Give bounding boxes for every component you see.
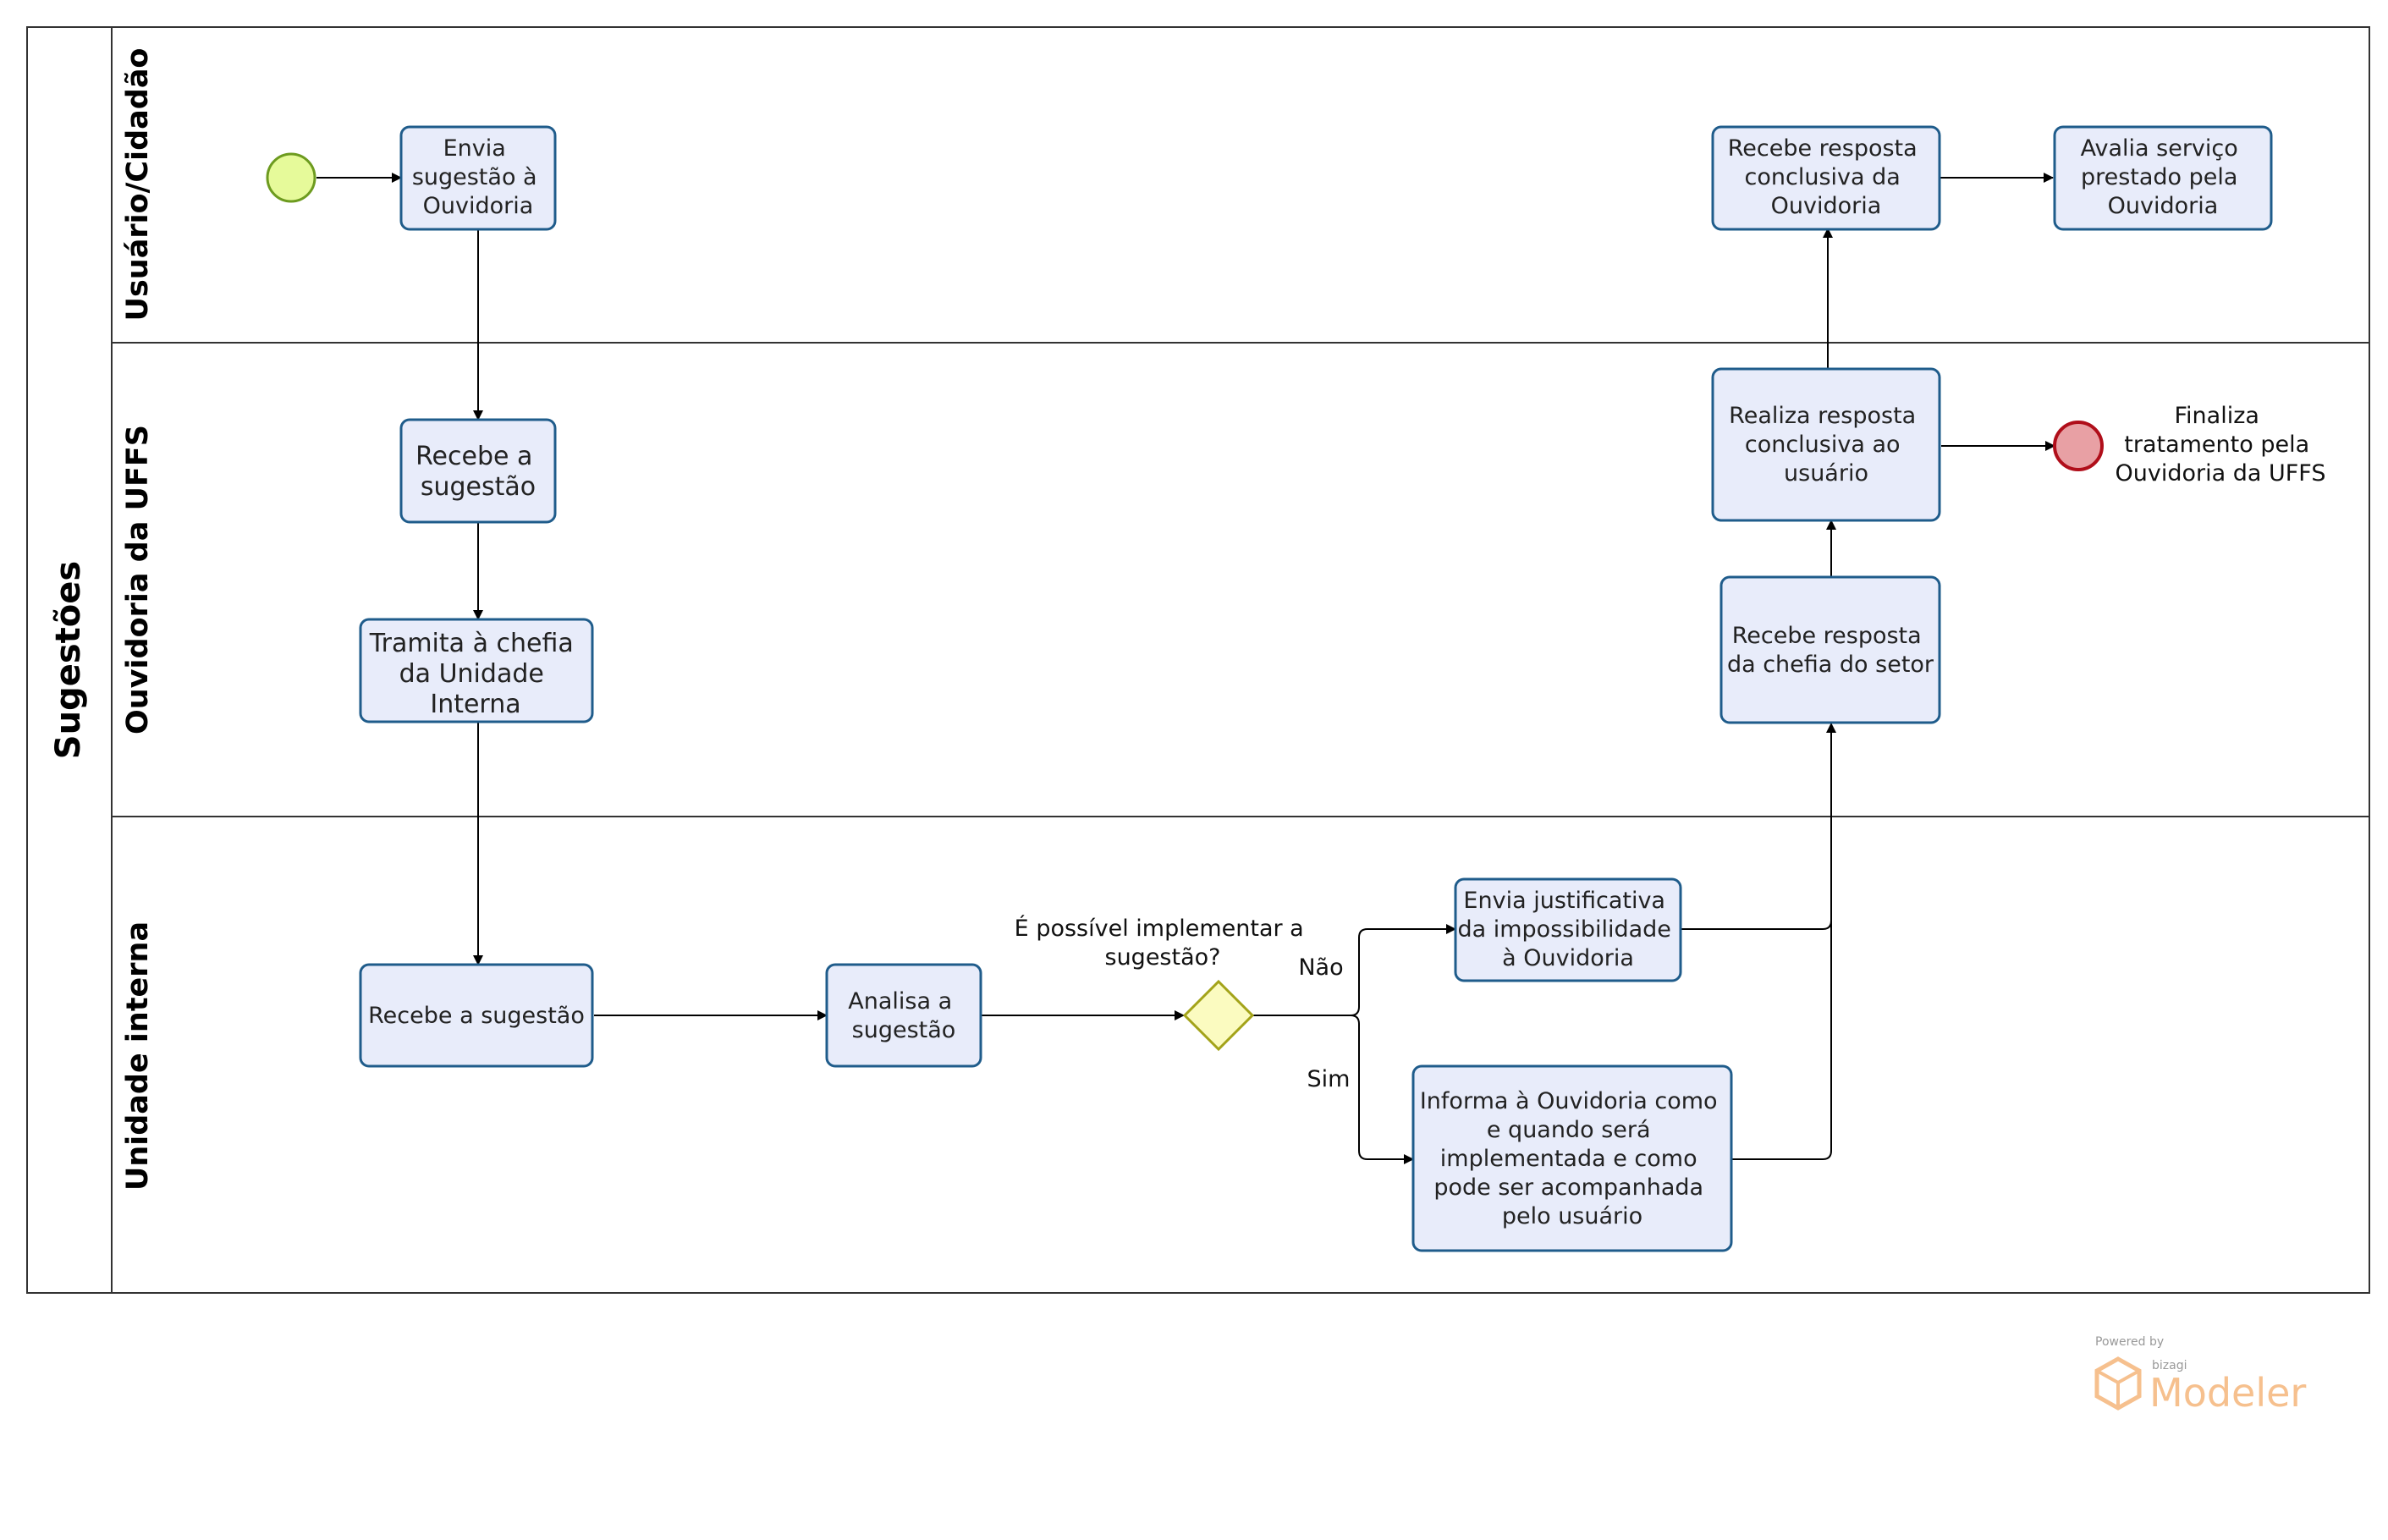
task-envia-sugestao-label: Envia sugestão à Ouvidoria [412, 135, 544, 219]
end-event-icon[interactable] [2053, 421, 2104, 471]
lane-title-usuario: Usuário/Cidadão [121, 48, 155, 322]
task-recebe-resposta-chefia-label: Recebe resposta da chefia do setor [1727, 623, 1934, 678]
task-recebe-sugestao-unidade-label: Recebe a sugestão [368, 1003, 585, 1029]
lane-title-unidade: Unidade interna [121, 921, 155, 1191]
start-event-icon[interactable] [266, 152, 316, 203]
task-recebe-resposta-conclusiva-label: Recebe resposta conclusiva da Ouvidoria [1728, 135, 1925, 219]
logo-powered-by: Powered by [2095, 1335, 2164, 1349]
task-tramita-chefia-label: Tramita à chefia da Unidade Interna [369, 629, 582, 719]
end-event-label: Finaliza tratamento pela Ouvidoria da UF… [2116, 403, 2326, 487]
task-analisa-sugestao-label: Analisa a sugestão [848, 988, 959, 1043]
gateway-question: É possível implementar a sugestão? [1015, 915, 1312, 971]
task-informa-ouvidoria-label: Informa à Ouvidoria como e quando será i… [1420, 1088, 1725, 1229]
task-realiza-resposta-label: Realiza resposta conclusiva ao usuário [1729, 403, 1923, 487]
task-avalia-servico-label: Avalia serviço prestado pela Ouvidoria [2081, 135, 2246, 219]
lane-title-ouvidoria: Ouvidoria da UFFS [121, 425, 155, 734]
task-envia-justificativa-label: Envia justificativa da impossibilidade à… [1457, 888, 1678, 971]
sequence-flows [316, 173, 2055, 1164]
flow-gateway-sim [1350, 1015, 1414, 1164]
task-informa-ouvidoria[interactable] [1411, 1064, 1733, 1252]
tasks [359, 125, 2273, 1252]
task-recebe-resposta-conclusiva[interactable] [1711, 125, 1941, 231]
task-tramita-chefia[interactable] [359, 618, 594, 723]
task-recebe-sugestao-ouvidoria[interactable] [399, 418, 557, 524]
exclusive-gateway-icon[interactable] [1182, 979, 1255, 1052]
task-recebe-sugestao-unidade[interactable] [359, 963, 594, 1068]
bizagi-modeler-logo: Powered by bizagi Modeler [2094, 1335, 2306, 1416]
task-envia-justificativa[interactable] [1454, 877, 1682, 982]
task-envia-sugestao[interactable] [399, 125, 557, 231]
flow-label-nao: Não [1298, 954, 1343, 981]
bizagi-logo-icon-fold [2096, 1369, 2140, 1385]
pool-title: Sugestões [49, 561, 88, 759]
task-recebe-sugestao-ouvidoria-label: Recebe a sugestão [415, 442, 541, 502]
task-avalia-servico[interactable] [2053, 125, 2273, 231]
flow-to-recebe-chefia [1731, 723, 1836, 1160]
flow-gateway-nao [1253, 924, 1456, 1016]
task-recebe-resposta-chefia[interactable] [1719, 575, 1941, 724]
task-analisa-sugestao[interactable] [825, 963, 982, 1068]
logo-product: Modeler [2149, 1370, 2306, 1416]
task-realiza-resposta[interactable] [1711, 367, 1941, 522]
logo-brand: bizagi [2152, 1359, 2187, 1372]
flow-label-sim: Sim [1307, 1066, 1351, 1092]
